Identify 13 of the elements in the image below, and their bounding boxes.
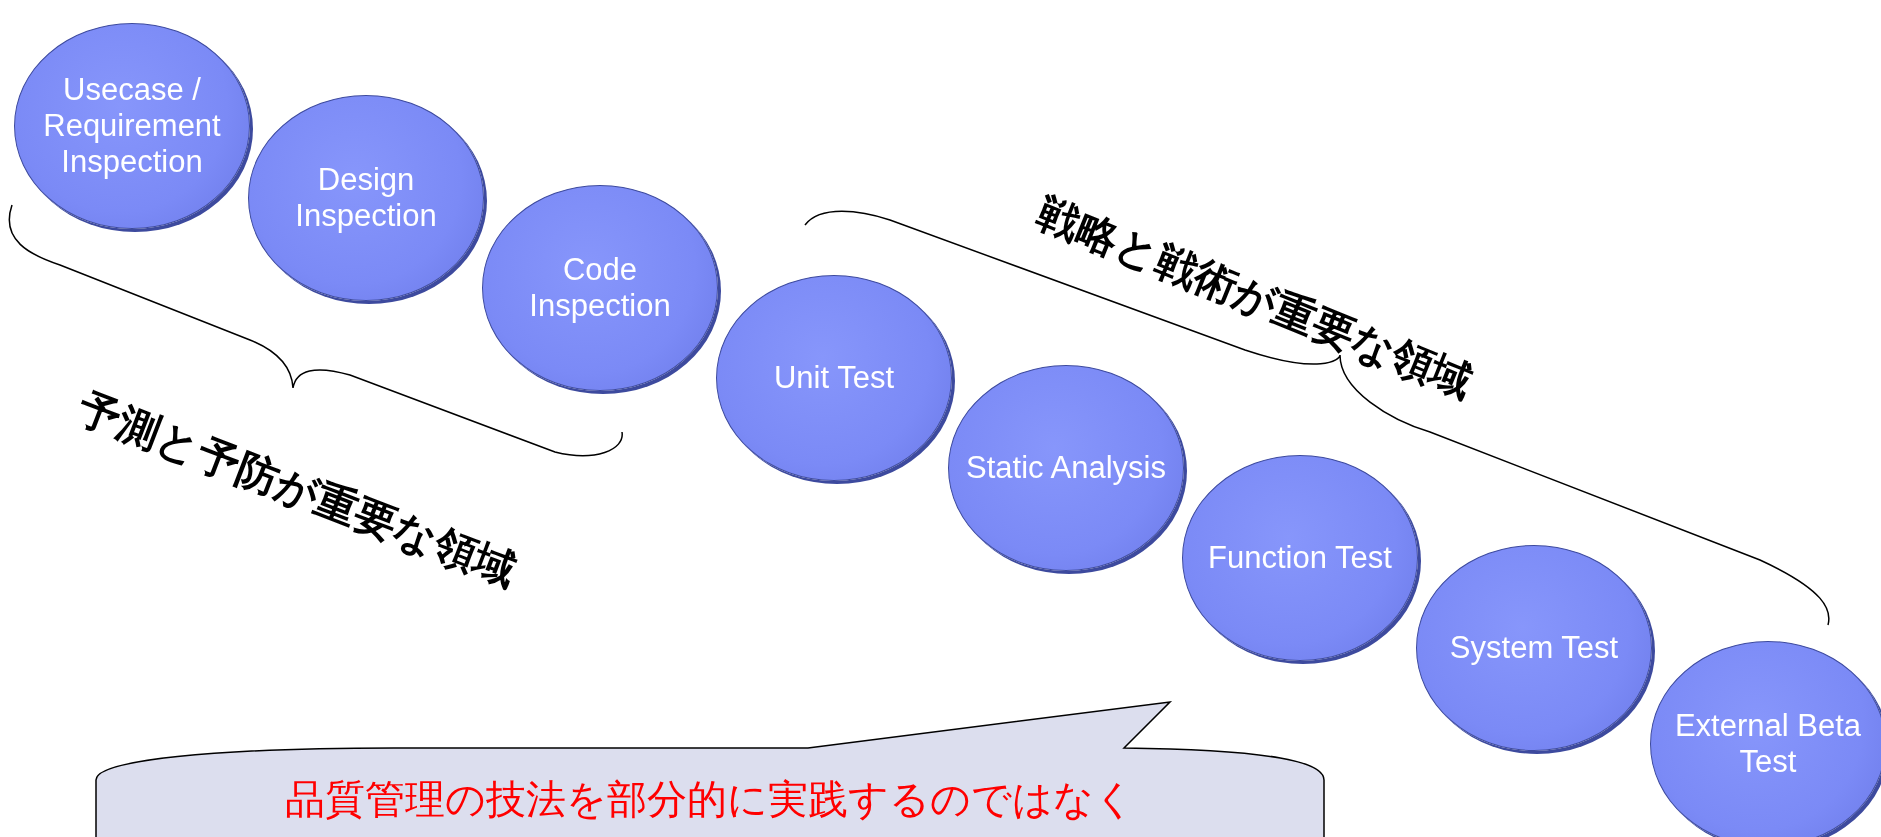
- stage-label: Static Analysis: [965, 450, 1167, 486]
- stage-label: External Beta Test: [1673, 708, 1863, 780]
- area-caption: 予測と予防が重要な領域: [70, 381, 525, 598]
- stage-label: System Test: [1448, 630, 1620, 666]
- stage-label: Design Inspection: [294, 162, 438, 234]
- stage-label: Usecase / Requirement Inspection: [42, 72, 222, 180]
- callout-text: 品質管理の技法を部分的に実践するのではなく: [284, 775, 1136, 824]
- stage-label: Unit Test: [772, 360, 895, 396]
- area-caption: 戦略と戦術が重要な領域: [1029, 186, 1481, 410]
- stage-circle: [1650, 641, 1881, 837]
- stage-label: Function Test: [1207, 540, 1393, 576]
- stage-label: Code Inspection: [528, 252, 672, 324]
- speech-bubble: [94, 700, 1326, 837]
